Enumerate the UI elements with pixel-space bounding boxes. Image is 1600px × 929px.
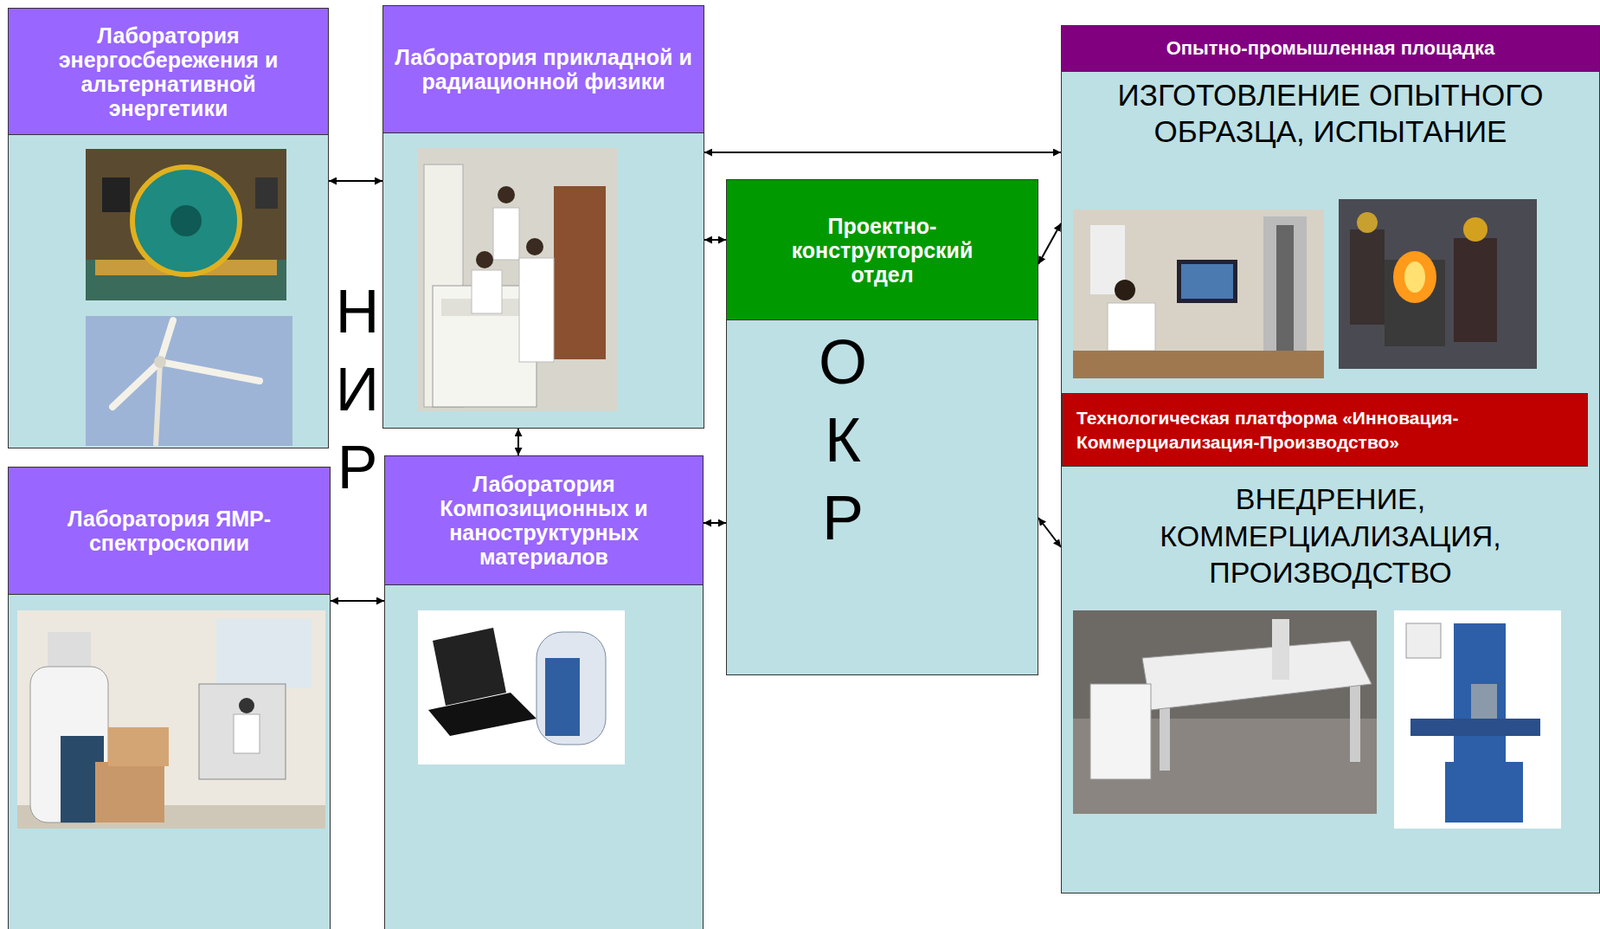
vertical-letters: О К Р [811,322,874,557]
lab-column: Лаборатория энергосбережения и альтернат… [7,7,329,449]
stage-text: ИЗГОТОВЛЕНИЕ ОПЫТНОГО ОБРАЗЦА, ИСПЫТАНИЕ [1071,77,1591,150]
connector-arrow [1038,517,1061,547]
section-label: Н И Р [330,272,385,507]
connector-arrow [330,599,385,602]
connector-arrow [704,238,727,241]
box-title: Лаборатория Композиционных и нанострукту… [385,456,703,585]
box-title: Лаборатория энергосбережения и альтернат… [8,8,328,135]
department-column: Проектно-конструкторский отделО К Р [726,179,1039,675]
box-title: Лаборатория ЯМР-спектроскопии [8,467,330,595]
stage-text: ВНЕДРЕНИЕ, КОММЕРЦИАЛИЗАЦИЯ, ПРОИЗВОДСТВ… [1114,480,1548,592]
box-title: Лаборатория прикладной и радиационной фи… [383,6,704,134]
connector-arrow [517,428,520,456]
box-title: Проектно-конструкторский отдел [726,179,1038,321]
platform-band: Технологическая платформа «Инновация-Ком… [1061,392,1588,467]
lab-column: Лаборатория Композиционных и нанострукту… [384,455,704,929]
connector-arrow [704,151,1061,154]
connector-arrow [1038,223,1061,264]
connector-arrow [328,179,383,182]
site-panel: Опытно-промышленная площадкаИЗГОТОВЛЕНИЕ… [1060,25,1600,894]
lab-column: Лаборатория прикладной и радиационной фи… [382,5,705,429]
label-holder: Н И Р [330,272,385,507]
box-title: Опытно-промышленная площадка [1061,25,1600,72]
connector-arrow [703,521,727,524]
lab-column: Лаборатория ЯМР-спектроскопии [7,466,331,929]
band-title: Технологическая платформа «Инновация-Ком… [1062,393,1588,466]
